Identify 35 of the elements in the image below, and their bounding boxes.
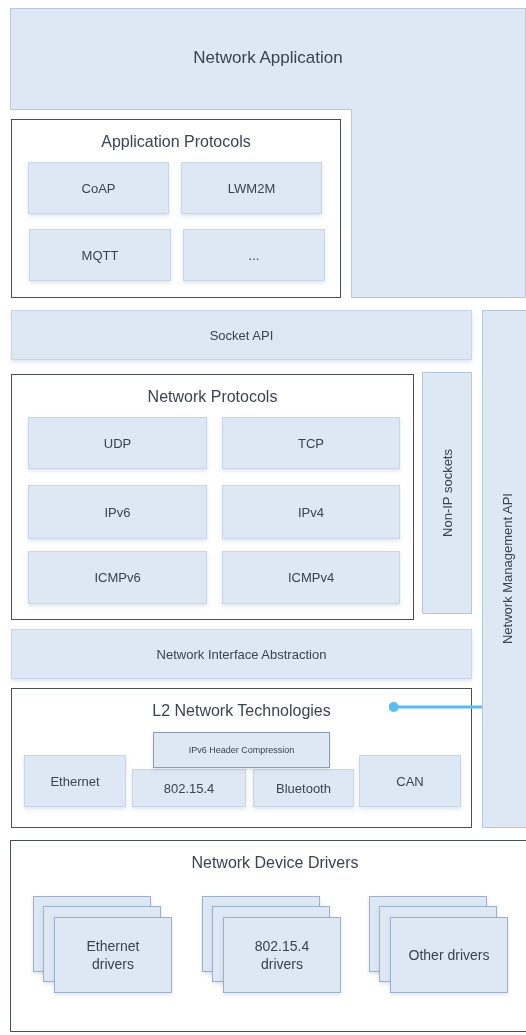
component-box: UDP: [28, 417, 207, 469]
component-box: Network Interface Abstraction: [11, 629, 472, 679]
component-box: 802.15.4: [132, 769, 246, 807]
component-box: ICMPv4: [222, 551, 400, 604]
group-title: L2 Network Technologies: [151, 702, 332, 720]
component-box: Ethernet: [24, 755, 126, 807]
stacked-cards: [33, 896, 173, 994]
card-label: Ethernet drivers: [85, 936, 141, 974]
card-label: Other drivers: [408, 945, 490, 965]
overlay-box: IPv6 Header Compression: [153, 732, 330, 768]
component-box: IPv4: [222, 485, 400, 539]
component-box: LWM2M: [181, 162, 322, 214]
component-box: Socket API: [11, 310, 472, 360]
panel-title: Network Application: [192, 48, 344, 68]
group-title: Application Protocols: [100, 133, 252, 151]
group-title: Network Protocols: [146, 388, 279, 406]
group-frame: [11, 688, 472, 828]
component-box: ...: [183, 229, 325, 281]
stacked-cards: [369, 896, 509, 994]
vertical-layer-bar: Network Management API: [482, 310, 526, 828]
component-box: TCP: [222, 417, 400, 469]
group-frame: [11, 119, 341, 298]
vertical-layer-bar: Non-IP sockets: [422, 372, 472, 614]
component-box: IPv6: [28, 485, 207, 539]
stacked-cards: [202, 896, 341, 994]
group-frame: [11, 374, 414, 620]
component-box: MQTT: [29, 229, 171, 281]
component-box: CoAP: [28, 162, 169, 214]
component-box: CAN: [359, 755, 461, 807]
group-frame: [10, 840, 526, 1032]
component-box: Bluetooth: [253, 769, 354, 807]
component-box: ICMPv6: [28, 551, 207, 604]
card-label: 802.15.4 drivers: [253, 936, 311, 974]
connector-line: [388, 702, 482, 712]
group-title: Network Device Drivers: [190, 854, 360, 872]
